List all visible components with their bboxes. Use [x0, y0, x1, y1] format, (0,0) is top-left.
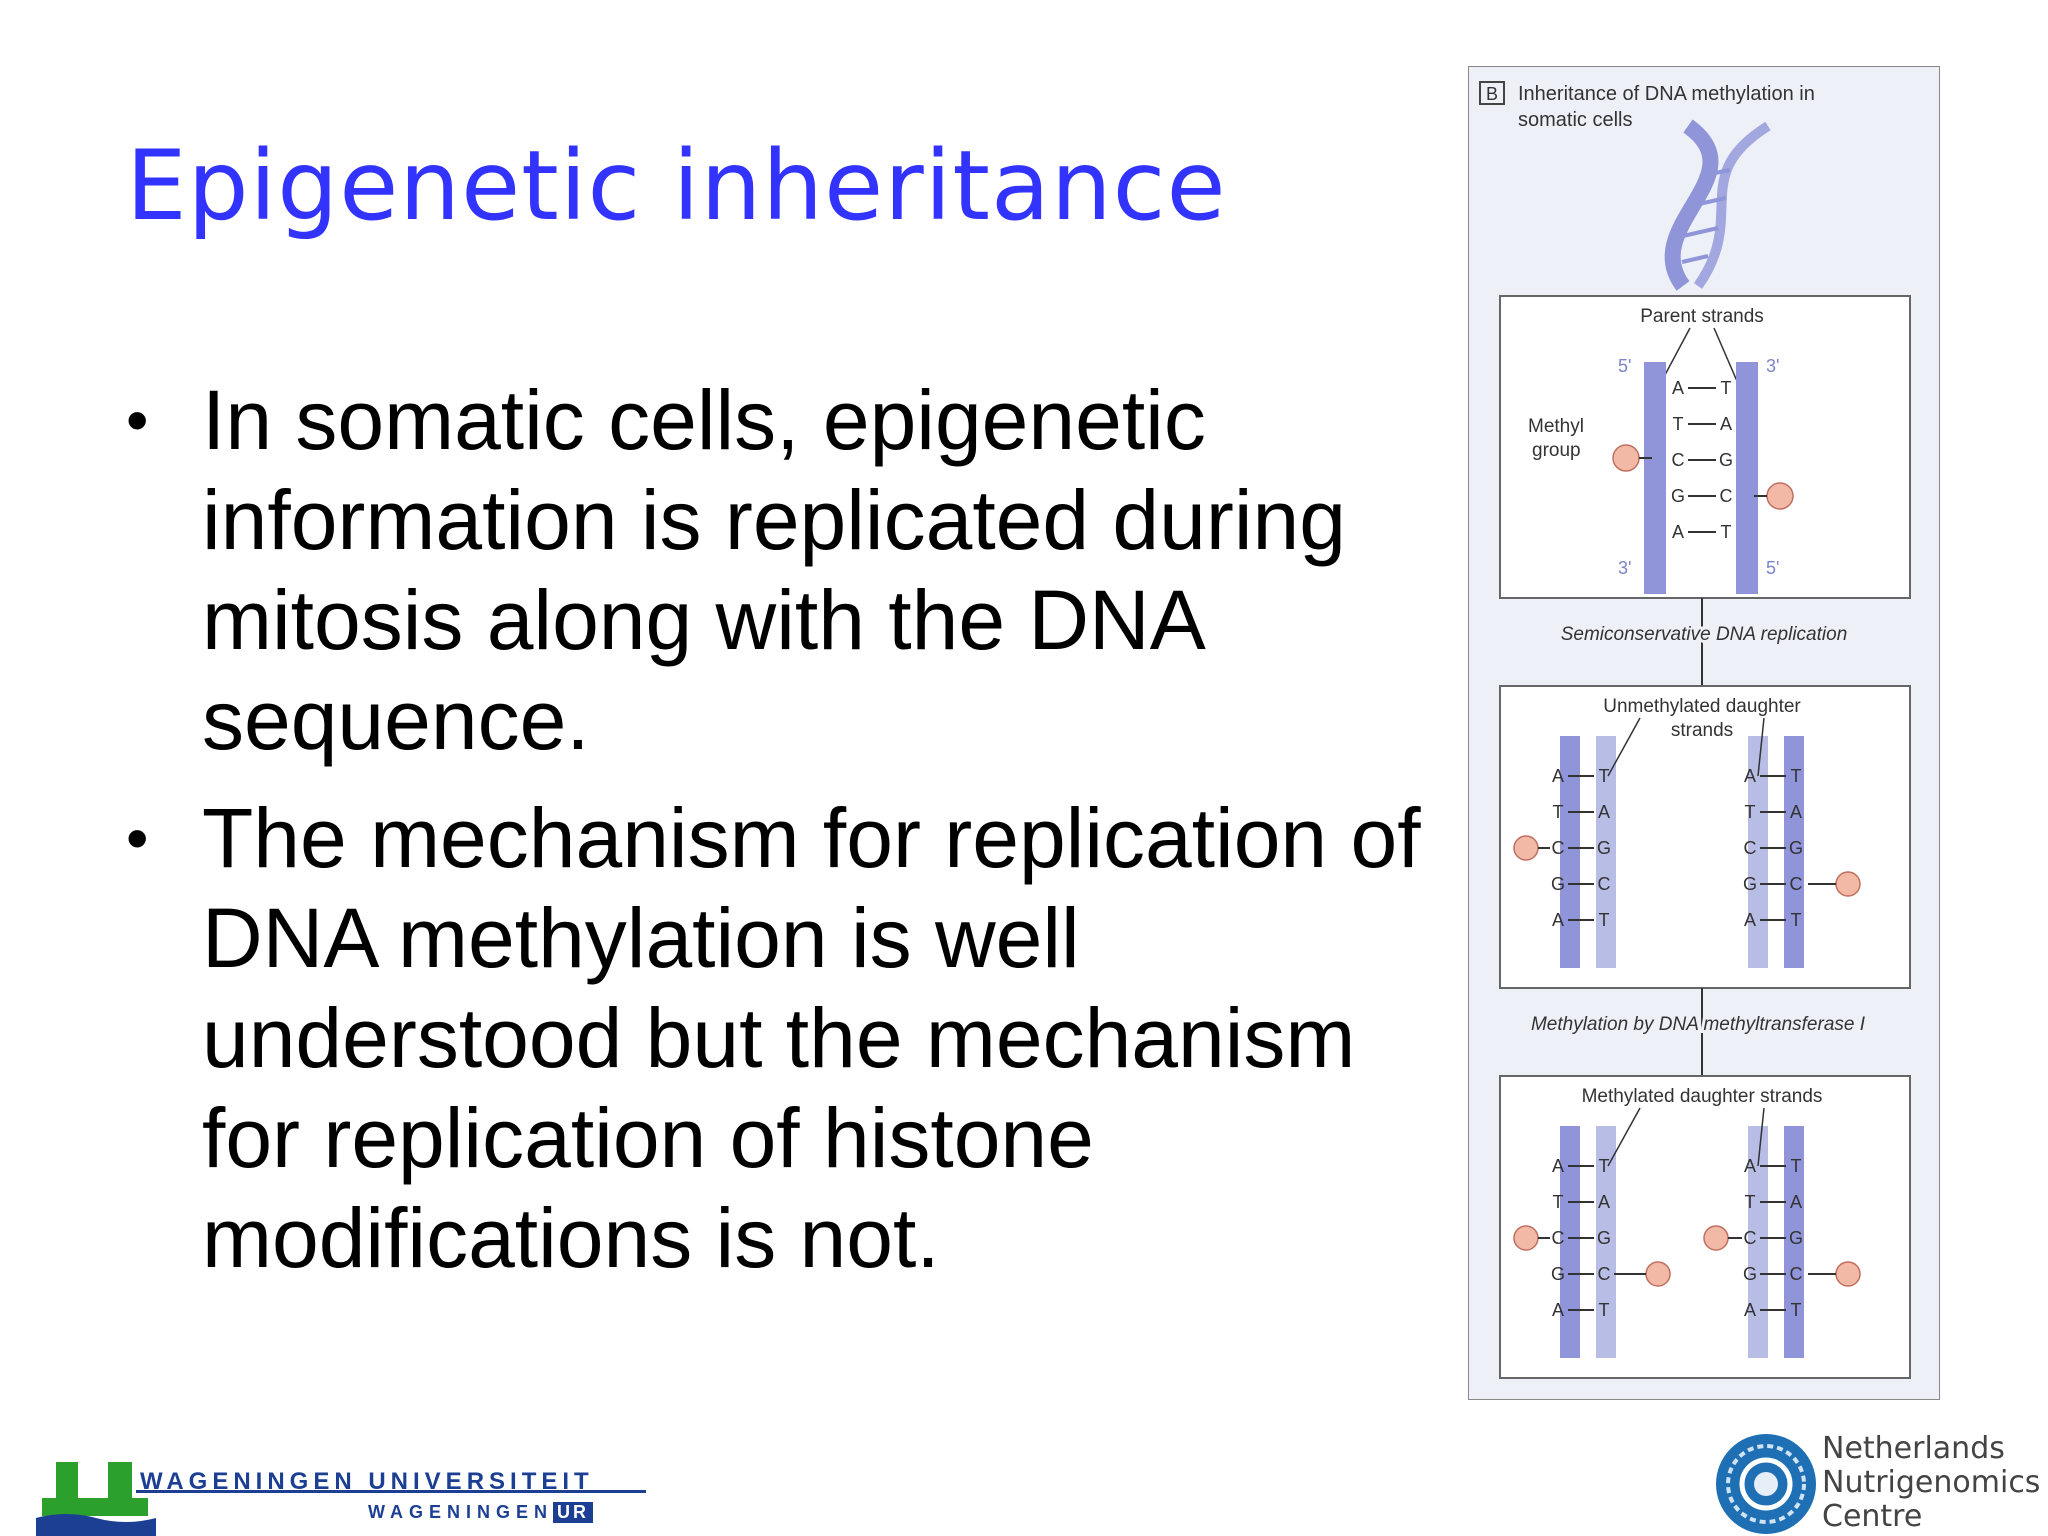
dna-strand [1784, 736, 1804, 968]
base-letter: A [1598, 802, 1610, 822]
base-letter: A [1744, 910, 1756, 930]
svg-text:5': 5' [1766, 558, 1779, 578]
methyl-group-icon [1612, 444, 1794, 510]
base-letter: C [1744, 1228, 1757, 1248]
base-letter: A [1790, 1192, 1802, 1212]
base-letter: T [1791, 1300, 1802, 1320]
base-letter: A [1552, 910, 1564, 930]
dna-strand [1560, 1126, 1580, 1358]
figure-heading: Inheritance of DNA methylation in [1518, 83, 1815, 105]
base-letter: A [1598, 1192, 1610, 1212]
base-letter: A [1552, 766, 1564, 786]
figure-heading: somatic cells [1518, 109, 1632, 131]
dna-strand [1784, 1126, 1804, 1358]
base-letter: G [1597, 1228, 1611, 1248]
methyl-group-icon [1513, 835, 1539, 861]
bullet-item: •The mechanism for replication of DNA me… [120, 788, 1450, 1288]
base-letter: T [1599, 1156, 1610, 1176]
step-label: Methylation by DNA methyltransferase I [1531, 1014, 1866, 1035]
dna-strand [1596, 736, 1616, 968]
base-letter: G [1597, 838, 1611, 858]
panel-letter: B [1486, 84, 1498, 104]
base-letter: C [1598, 874, 1611, 894]
step-label: Semiconservative DNA replication [1561, 624, 1848, 645]
base-letter: C [1552, 1228, 1565, 1248]
base-letter: G [1551, 874, 1565, 894]
base-letter: T [1791, 910, 1802, 930]
base-letter: T [1599, 766, 1610, 786]
base-letter: C [1790, 1264, 1803, 1284]
base-letter: G [1671, 486, 1685, 506]
base-letter: G [1789, 838, 1803, 858]
bullet-dot: • [126, 802, 149, 874]
dna-strand [1560, 736, 1580, 968]
dna-helix-icon [1664, 119, 1771, 291]
methyl-group-label: Methyl [1528, 416, 1584, 437]
svg-text:strands: strands [1671, 720, 1733, 741]
dna-methylation-figure: B Inheritance of DNA methylation in soma… [1468, 66, 1940, 1400]
base-letter: T [1791, 766, 1802, 786]
svg-text:5': 5' [1618, 356, 1631, 376]
base-letter: T [1599, 1300, 1610, 1320]
slide-title: Epigenetic inheritance [126, 130, 1227, 242]
base-letter: C [1598, 1264, 1611, 1284]
wur-name: WAGENINGEN UNIVERSITEIT [140, 1468, 594, 1495]
dna-strand [1748, 736, 1768, 968]
base-letter: T [1553, 802, 1564, 822]
base-letter: A [1744, 1300, 1756, 1320]
base-letter: G [1551, 1264, 1565, 1284]
base-letter: A [1744, 766, 1756, 786]
svg-text:Unmethylated daughter: Unmethylated daughter [1603, 696, 1801, 717]
base-letter: A [1720, 414, 1732, 434]
parent-strands-label: Parent strands [1640, 306, 1764, 327]
bullet-list: •In somatic cells, epigenetic informatio… [120, 370, 1450, 1306]
methyl-group-icon [1835, 1261, 1861, 1287]
svg-text:3': 3' [1766, 356, 1779, 376]
base-letter: C [1720, 486, 1733, 506]
base-letter: T [1791, 1156, 1802, 1176]
base-letter: T [1599, 910, 1610, 930]
dna-strand [1596, 1126, 1616, 1358]
base-letter: G [1743, 874, 1757, 894]
wageningen-logo [36, 1462, 646, 1536]
base-letter: C [1672, 450, 1685, 470]
dna-strand [1748, 1126, 1768, 1358]
base-letter: A [1744, 1156, 1756, 1176]
methyl-group-icon [1835, 871, 1861, 897]
base-letter: T [1721, 522, 1732, 542]
bullet-item: •In somatic cells, epigenetic informatio… [120, 370, 1450, 770]
base-letter: A [1552, 1300, 1564, 1320]
base-letter: G [1743, 1264, 1757, 1284]
base-letter: T [1673, 414, 1684, 434]
svg-text:3': 3' [1618, 558, 1631, 578]
base-letter: G [1719, 450, 1733, 470]
base-letter: T [1721, 378, 1732, 398]
base-letter: T [1745, 1192, 1756, 1212]
svg-text:Methylated daughter strands: Methylated daughter strands [1582, 1086, 1823, 1107]
base-letter: A [1672, 522, 1684, 542]
base-letter: A [1672, 378, 1684, 398]
nnc-logo [1716, 1434, 1816, 1534]
methyl-group-icon [1645, 1261, 1671, 1287]
parent-strands-box [1499, 295, 1911, 599]
base-letter: C [1552, 838, 1565, 858]
base-letter: T [1745, 802, 1756, 822]
base-letter: C [1744, 838, 1757, 858]
base-letter: T [1553, 1192, 1564, 1212]
base-letter: A [1790, 802, 1802, 822]
methyl-group-icon [1513, 1225, 1539, 1251]
base-letter: G [1789, 1228, 1803, 1248]
base-letter: A [1552, 1156, 1564, 1176]
base-letter: C [1790, 874, 1803, 894]
svg-text:group: group [1532, 440, 1581, 461]
bullet-dot: • [126, 384, 149, 456]
nnc-name: Netherlands Nutrigenomics Centre [1822, 1431, 2041, 1534]
methyl-group-icon [1703, 1225, 1729, 1251]
